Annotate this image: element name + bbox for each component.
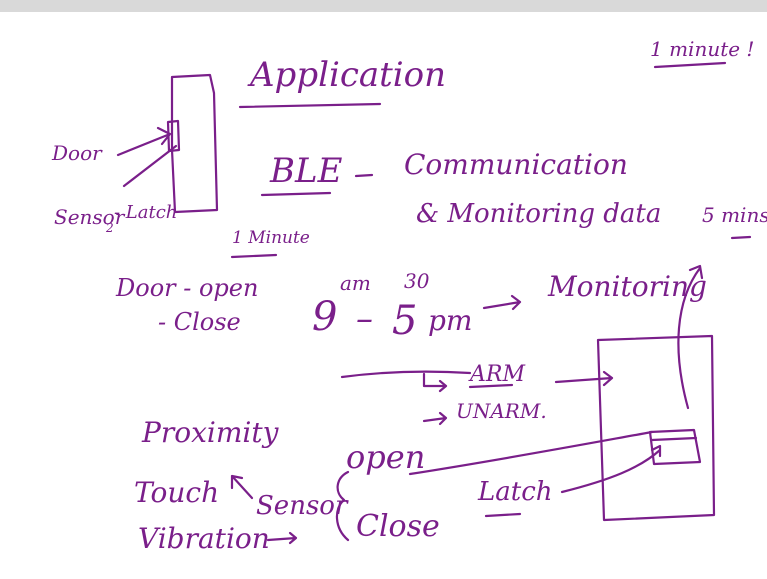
top-edge-bar: [0, 0, 767, 12]
five-mins-underline: [732, 237, 750, 238]
time-thirty: 30: [404, 269, 430, 293]
unarm-arrow: [424, 413, 446, 424]
monitoring-label: Monitoring: [547, 270, 707, 303]
ble-dash: [356, 175, 372, 176]
monitoring-data-label: & Monitoring data: [416, 199, 661, 229]
communication-label: Communication: [404, 148, 628, 181]
one-minute-top-note: 1 minute !: [650, 37, 754, 61]
open-to-latch-line: [410, 432, 652, 474]
one-minute-note: 1 Minute: [232, 228, 310, 248]
sensor-word: Sensor: [256, 491, 349, 521]
unarm-label: UNARM.: [456, 399, 547, 423]
time-five: 5: [392, 298, 417, 344]
time-dash: –: [356, 299, 373, 339]
sensor-to-list-arrow: [232, 476, 252, 498]
latch-to-box-curve: [562, 446, 660, 492]
sensor-subscript: 2: [105, 221, 114, 235]
door-close-label: - Close: [158, 308, 241, 336]
five-mins-note: 5 mins: [702, 203, 767, 227]
application-underline: [240, 104, 380, 107]
latch-label: Latch: [477, 477, 553, 507]
latch-left-label: - Latch: [114, 202, 177, 223]
door-label: Door: [51, 141, 103, 165]
arm-to-door-arrow: [556, 372, 612, 385]
arm-branch-line: [342, 372, 470, 377]
door-open-label: Door - open: [115, 274, 258, 302]
time-am: am: [340, 271, 371, 295]
vibration-label: Vibration: [138, 522, 270, 555]
open-label: open: [346, 438, 425, 476]
monitoring-arrow: [484, 296, 520, 309]
application-heading: Application: [247, 55, 446, 95]
ble-label: BLE: [269, 151, 343, 191]
proximity-label: Proximity: [141, 416, 280, 449]
time-nine: 9: [312, 294, 337, 340]
arm-label: ARM: [468, 362, 525, 387]
touch-label: Touch: [134, 476, 219, 509]
arm-hook-arrow: [424, 374, 446, 391]
ble-underline: [262, 193, 330, 195]
right-latch-inner: [652, 438, 696, 440]
one-minute-underline: [232, 255, 276, 257]
door-pointer-arrow: [118, 128, 170, 155]
vibration-arrow: [268, 533, 296, 543]
close-label: Close: [356, 509, 440, 544]
time-pm: pm: [428, 304, 472, 337]
latch-pointer-line: [124, 146, 176, 186]
right-door-frame: [598, 336, 714, 520]
one-minute-top-underline: [655, 63, 725, 67]
latch-underline: [486, 514, 520, 516]
